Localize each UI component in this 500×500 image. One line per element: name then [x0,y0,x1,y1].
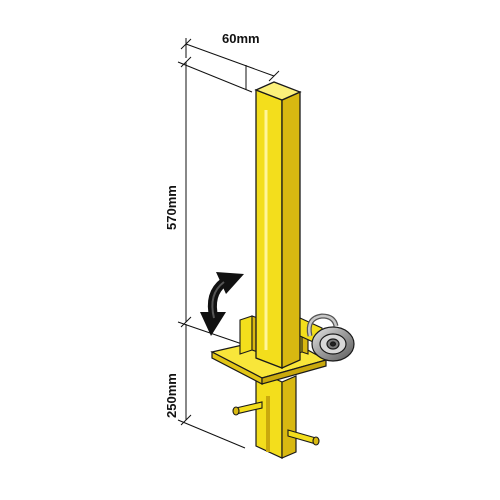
curved-double-arrow-icon [200,272,244,336]
ground-pin-left [232,401,263,416]
ground-sleeve [255,369,297,459]
height-dimension-label: 570mm [164,185,179,230]
padlock-icon [306,313,355,362]
dimension-lines [177,38,280,449]
ground-pin-right [287,429,320,446]
width-dimension-label: 60mm [222,31,260,46]
depth-dimension-label: 250mm [164,373,179,418]
bollard-post [254,81,302,370]
